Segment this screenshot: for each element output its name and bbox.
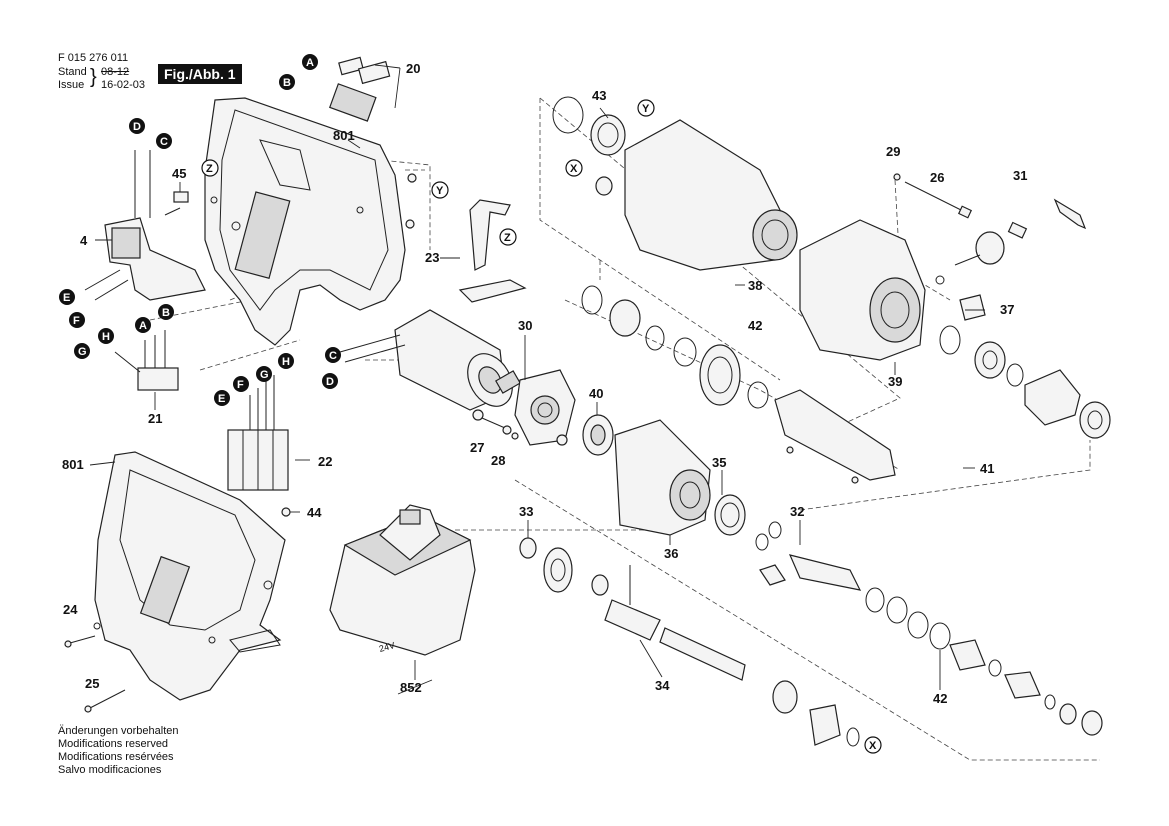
label-801-lower: 801: [62, 457, 84, 472]
ring-35: [714, 494, 746, 536]
parts-29-26-31-37: [893, 173, 1087, 321]
connector-21: [114, 330, 179, 391]
callout-Y-right: Y: [642, 103, 650, 115]
callout-letters: A B D C Z Y E F A B H G C: [59, 54, 882, 754]
gear-housing-36: [614, 419, 711, 536]
issue-date: 16-02-03: [101, 79, 146, 91]
shaft-34: [659, 627, 860, 747]
label-26: 26: [930, 170, 944, 185]
flange-30: [514, 369, 576, 446]
note-fr: Modifications resérvées: [58, 751, 174, 763]
label-30: 30: [518, 318, 532, 333]
part-23: [458, 199, 527, 303]
label-31: 31: [1013, 168, 1027, 183]
switch-4: [84, 150, 206, 301]
callout-F-left: F: [73, 315, 80, 327]
callout-G-left: G: [78, 346, 87, 358]
label-32: 32: [790, 504, 804, 519]
callout-Z-left: Z: [206, 163, 213, 175]
label-41: 41: [980, 461, 994, 476]
gears-33: [519, 537, 661, 641]
label-22: 22: [318, 454, 332, 469]
screws-misc: [64, 173, 417, 713]
callout-A-top: A: [306, 57, 314, 69]
part-number-labels: 20 801 45 4 21 22 801 44 24 25 852 23 43…: [62, 61, 1027, 706]
callout-G-block: G: [260, 369, 269, 381]
label-35: 35: [712, 455, 726, 470]
label-21: 21: [148, 411, 162, 426]
note-es: Salvo modificaciones: [58, 764, 162, 776]
label-40: 40: [589, 386, 603, 401]
callout-F-block: F: [237, 379, 244, 391]
label-27: 27: [470, 440, 484, 455]
label-44: 44: [307, 505, 322, 520]
callout-H-block: H: [282, 356, 290, 368]
spindle-assembly: [581, 285, 896, 484]
label-37: 37: [1000, 302, 1014, 317]
callout-Z-mid: Z: [504, 232, 511, 244]
note-de: Änderungen vorbehalten: [58, 725, 179, 737]
motor: [339, 309, 521, 411]
label-42-lower: 42: [933, 691, 947, 706]
callout-B-mid: B: [162, 307, 170, 319]
callout-A-mid: A: [139, 320, 147, 332]
terminal-block-22: [227, 375, 289, 491]
label-20: 20: [406, 61, 420, 76]
figure-label: Fig./Abb. 1: [158, 64, 242, 84]
label-801-upper: 801: [333, 128, 355, 143]
chuck-41: [939, 325, 1111, 439]
label-38: 38: [748, 278, 762, 293]
front-housing-39: [799, 219, 926, 361]
label-852: 852: [400, 680, 422, 695]
stand-label: Stand: [58, 66, 87, 78]
label-33: 33: [519, 504, 533, 519]
callout-H-left: H: [102, 331, 110, 343]
gearbox-38: [624, 119, 798, 271]
label-45: 45: [172, 166, 186, 181]
screws-27-28: [472, 409, 568, 446]
leader-lines: [89, 64, 985, 690]
label-25: 25: [85, 676, 99, 691]
rings-42-lower: [865, 587, 1103, 736]
callout-D-left: D: [133, 121, 141, 133]
modification-notes: Änderungen vorbehalten Modifications res…: [58, 725, 178, 777]
label-43: 43: [592, 88, 606, 103]
callout-C-motor: C: [329, 350, 337, 362]
brace-glyph: }: [90, 66, 97, 88]
bearing-43: [552, 96, 626, 196]
label-29: 29: [886, 144, 900, 159]
label-42-upper: 42: [748, 318, 762, 333]
label-23: 23: [425, 250, 439, 265]
label-24: 24: [63, 602, 78, 617]
housing-lower-801: [93, 451, 286, 701]
battery-pack-852: 24V: [329, 504, 476, 656]
label-39: 39: [888, 374, 902, 389]
bearing-40: [582, 414, 614, 456]
callout-E-block: E: [218, 393, 225, 405]
stand-date: 08-12: [101, 66, 130, 78]
housing-upper-801: [204, 97, 406, 346]
issue-label: Issue: [58, 79, 85, 91]
callout-D-motor: D: [326, 376, 334, 388]
document-number: F 015 276 011: [58, 52, 129, 64]
battery-voltage-label: 24V: [378, 640, 396, 654]
parts-32: [755, 521, 862, 591]
callout-X-upper: X: [570, 163, 578, 175]
callout-X-lower: X: [869, 740, 877, 752]
note-en: Modifications reserved: [58, 738, 169, 750]
callout-Y-mid: Y: [436, 185, 444, 197]
callout-E-left: E: [63, 292, 70, 304]
label-34: 34: [655, 678, 670, 693]
callout-C-left: C: [160, 136, 168, 148]
parts-20: [328, 56, 391, 122]
label-4: 4: [80, 233, 88, 248]
label-28: 28: [491, 453, 505, 468]
label-36: 36: [664, 546, 678, 561]
callout-B-top: B: [283, 77, 291, 89]
